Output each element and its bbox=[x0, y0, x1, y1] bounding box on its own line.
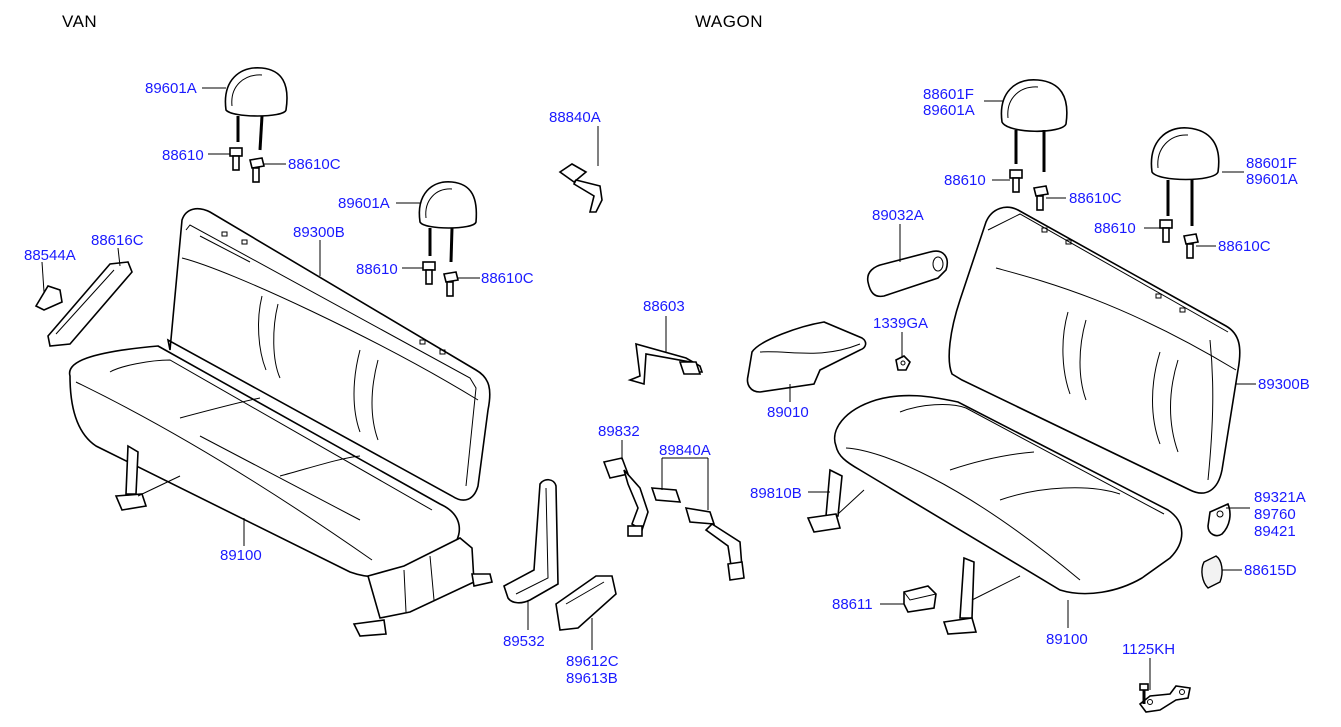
buckle-89832 bbox=[602, 457, 649, 537]
van-seat-cushion bbox=[68, 345, 461, 578]
label-88603[interactable]: 88603 bbox=[643, 298, 685, 315]
van-headrest-mid bbox=[418, 181, 478, 263]
wagon-armrest-89032A bbox=[866, 250, 948, 298]
label-wagon-1339GA[interactable]: 1339GA bbox=[873, 315, 928, 332]
van-cover-88544A bbox=[34, 285, 63, 311]
label-wagon-89300B[interactable]: 89300B bbox=[1258, 376, 1310, 393]
label-van-88610-top[interactable]: 88610 bbox=[162, 147, 204, 164]
wagon-seat-legs bbox=[806, 468, 1021, 635]
label-wagon-89321A[interactable]: 89321A bbox=[1254, 489, 1306, 506]
label-wagon-88610-left[interactable]: 88610 bbox=[944, 172, 986, 189]
label-wagon-88610-right[interactable]: 88610 bbox=[1094, 220, 1136, 237]
wagon-armrest-89010 bbox=[746, 321, 867, 393]
label-van-88610C-top[interactable]: 88610C bbox=[288, 156, 341, 173]
van-seat-back bbox=[166, 207, 491, 501]
wagon-guide-88610-right bbox=[1159, 219, 1173, 243]
label-wagon-89010[interactable]: 89010 bbox=[767, 404, 809, 421]
wagon-seat-cushion bbox=[833, 394, 1183, 595]
label-89832[interactable]: 89832 bbox=[598, 423, 640, 440]
van-headrest-top bbox=[224, 67, 288, 151]
label-van-89601A-mid[interactable]: 89601A bbox=[338, 195, 390, 212]
label-van-89300B[interactable]: 89300B bbox=[293, 224, 345, 241]
label-van-88616C[interactable]: 88616C bbox=[91, 232, 144, 249]
van-guide-88610C-mid bbox=[443, 271, 459, 297]
van-guide-88610C-top bbox=[249, 157, 265, 183]
wagon-cap-88615D bbox=[1201, 555, 1223, 589]
wagon-seat-back bbox=[948, 206, 1241, 494]
label-88840A[interactable]: 88840A bbox=[549, 109, 601, 126]
label-wagon-89601A-left[interactable]: 89601A bbox=[923, 102, 975, 119]
leader-lines bbox=[41, 87, 1256, 690]
label-van-89601A-top[interactable]: 89601A bbox=[145, 80, 197, 97]
section-title-van: VAN bbox=[62, 12, 98, 31]
buckle-88840A bbox=[558, 163, 603, 213]
label-wagon-89760[interactable]: 89760 bbox=[1254, 506, 1296, 523]
label-89612C[interactable]: 89612C bbox=[566, 653, 619, 670]
wagon-guide-88610C-left bbox=[1033, 185, 1049, 211]
label-wagon-1125KH[interactable]: 1125KH bbox=[1122, 641, 1175, 658]
belt-89840A bbox=[650, 487, 745, 581]
belt-88603 bbox=[627, 342, 704, 386]
label-wagon-88601F-left[interactable]: 88601F bbox=[923, 86, 974, 103]
label-89532[interactable]: 89532 bbox=[503, 633, 545, 650]
wagon-nut-1339GA bbox=[895, 355, 911, 371]
van-seat-legs bbox=[114, 444, 493, 637]
label-wagon-89601A-right[interactable]: 89601A bbox=[1246, 171, 1298, 188]
label-wagon-89100[interactable]: 89100 bbox=[1046, 631, 1088, 648]
van-guide-88610-top bbox=[229, 147, 243, 171]
cover-89612C bbox=[555, 575, 617, 631]
label-wagon-88615D[interactable]: 88615D bbox=[1244, 562, 1297, 579]
label-wagon-88611[interactable]: 88611 bbox=[832, 596, 873, 613]
wagon-headrest-right bbox=[1150, 127, 1220, 226]
label-van-89100[interactable]: 89100 bbox=[220, 547, 262, 564]
wagon-block-88611 bbox=[903, 585, 937, 613]
wagon-plate-89321A bbox=[1207, 502, 1231, 537]
wagon-bracket-1125KH bbox=[1138, 683, 1191, 713]
label-van-88610C-mid[interactable]: 88610C bbox=[481, 270, 534, 287]
label-89613B[interactable]: 89613B bbox=[566, 670, 618, 687]
wagon-headrest-left bbox=[1000, 79, 1068, 172]
label-van-88610-mid[interactable]: 88610 bbox=[356, 261, 398, 278]
label-wagon-89421[interactable]: 89421 bbox=[1254, 523, 1296, 540]
label-wagon-88610C-left[interactable]: 88610C bbox=[1069, 190, 1122, 207]
bracket-89532 bbox=[503, 478, 559, 604]
label-89840A[interactable]: 89840A bbox=[659, 442, 711, 459]
label-wagon-89810B[interactable]: 89810B bbox=[750, 485, 802, 502]
label-van-88544A[interactable]: 88544A bbox=[24, 247, 76, 264]
wagon-guide-88610-left bbox=[1009, 169, 1023, 193]
label-wagon-88610C-right[interactable]: 88610C bbox=[1218, 238, 1271, 255]
section-title-wagon: WAGON bbox=[695, 12, 763, 31]
van-cover-88616C bbox=[47, 261, 133, 347]
label-wagon-89032A[interactable]: 89032A bbox=[872, 207, 924, 224]
wagon-guide-88610C-right bbox=[1183, 233, 1199, 259]
van-guide-88610-mid bbox=[422, 261, 436, 285]
label-wagon-88601F-right[interactable]: 88601F bbox=[1246, 155, 1297, 172]
